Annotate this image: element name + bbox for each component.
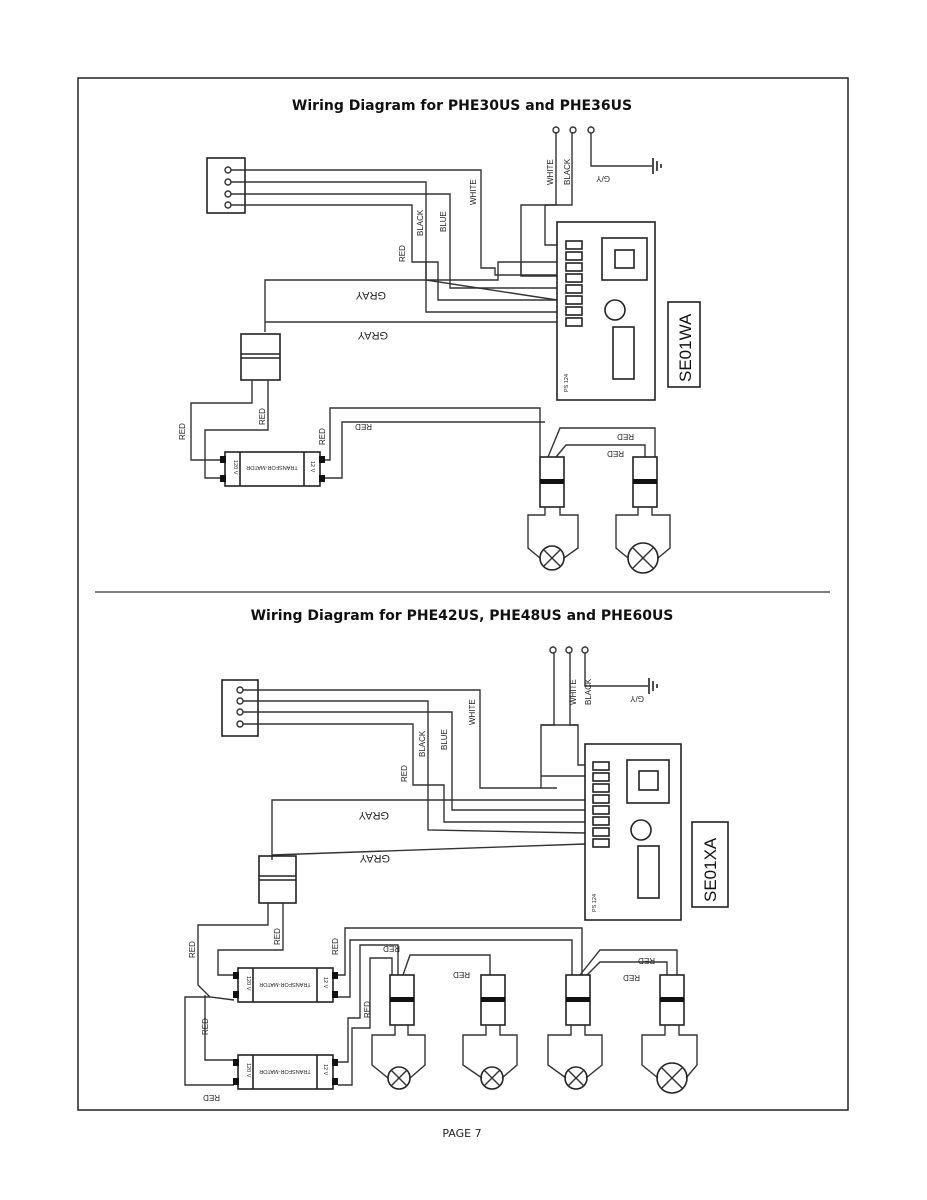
wire-label-gray: GRAY	[359, 852, 390, 864]
transformer-output-label: 12 V	[322, 1064, 328, 1076]
board-label: PS 124	[592, 894, 598, 912]
lamp-icon	[387, 1066, 411, 1090]
lamp-1	[527, 456, 579, 571]
supply-black-label: BLACK	[563, 158, 572, 185]
wire-label-red: RED	[453, 970, 470, 979]
transformer-input-label: 120 V	[245, 1063, 251, 1078]
wire-label-red: RED	[201, 1018, 210, 1035]
transformer-name-label: TRANSFOR-MATOR	[246, 464, 297, 470]
wire-label-black: BLACK	[418, 730, 427, 757]
wire-label-blue: BLUE	[440, 729, 449, 750]
signal-wires	[243, 652, 586, 860]
wire-label-gray: GRAY	[357, 329, 388, 341]
wire-connector	[258, 855, 297, 904]
wire-label-red: RED	[607, 449, 624, 458]
ground-icon	[648, 678, 658, 694]
wire-label-gray: GRAY	[355, 289, 386, 301]
ground-wire-label: G/Y	[596, 174, 610, 183]
signal-wires	[231, 132, 573, 332]
supply-black-label: BLACK	[584, 678, 593, 705]
supply-white-label: WHITE	[546, 159, 555, 185]
page-number: PAGE 7	[442, 1127, 481, 1140]
wire-label-white: WHITE	[469, 179, 478, 205]
power-supply-terminals: G/Y WHITE BLACK	[549, 646, 658, 705]
wire-label-white: WHITE	[468, 699, 477, 725]
lamp-icon	[656, 1062, 688, 1094]
lamp-icon	[480, 1066, 504, 1090]
wire-label-red: RED	[383, 944, 400, 953]
wire-label-red: RED	[400, 765, 409, 782]
lamp-icon	[627, 542, 659, 574]
ground-wire-label: G/Y	[630, 694, 644, 703]
lamp-4	[641, 974, 698, 1094]
ground-icon	[652, 158, 662, 174]
model-label-box	[691, 821, 729, 908]
wire-label-red: RED	[203, 1093, 220, 1102]
top-diagram: Wiring Diagram for PHE30US and PHE36US G…	[178, 98, 701, 574]
wire-label-red: RED	[273, 928, 282, 945]
transformer-1: 120 V 12 V TRANSFOR-MATOR	[233, 967, 338, 1003]
wire-label-red: RED	[258, 408, 267, 425]
control-board: PS 124	[584, 743, 682, 921]
lamp-2	[615, 456, 671, 574]
wire-label-red: RED	[331, 938, 340, 955]
transformer-output-label: 12 V	[322, 977, 328, 989]
transformer-name-label: TRANSFOR-MATOR	[259, 1068, 310, 1074]
lamp-1	[371, 974, 426, 1090]
top-diagram-title: Wiring Diagram for PHE30US and PHE36US	[292, 98, 632, 114]
model-label: SE01XA	[701, 837, 720, 902]
lamp-icon	[539, 545, 565, 571]
control-board: PS 124	[556, 221, 656, 401]
board-terminals	[592, 761, 610, 848]
transformer-input-label: 120 V	[232, 460, 238, 475]
page-frame	[77, 77, 849, 1111]
lamp-3	[547, 974, 603, 1090]
transformer: 120 V 12 V TRANSFOR-MATOR	[220, 451, 325, 487]
supply-white-label: WHITE	[569, 679, 578, 705]
wire-label-blue: BLUE	[439, 211, 448, 232]
wire-label-black: BLACK	[416, 209, 425, 236]
bottom-diagram-title: Wiring Diagram for PHE42US, PHE48US and …	[251, 608, 674, 624]
wire-label-red: RED	[178, 423, 187, 440]
wire-label-red: RED	[355, 422, 372, 431]
transformer-name-label: TRANSFOR-MATOR	[259, 981, 310, 987]
lamp-2	[462, 974, 518, 1090]
bottom-diagram: Wiring Diagram for PHE42US, PHE48US and …	[184, 608, 729, 1102]
wire-label-red: RED	[188, 941, 197, 958]
terminal-block	[221, 679, 259, 737]
power-supply-terminals: G/Y WHITE BLACK	[546, 126, 662, 185]
board-terminals	[565, 240, 583, 327]
transformer-output-label: 12 V	[309, 461, 315, 473]
transformer-2: 120 V 12 V TRANSFOR-MATOR	[233, 1054, 338, 1090]
transformer-input-label: 120 V	[245, 976, 251, 991]
wire-label-red: RED	[398, 245, 407, 262]
wire-label-red: RED	[363, 1001, 372, 1018]
wire-label-gray: GRAY	[358, 809, 389, 821]
board-label: PS 124	[564, 374, 570, 392]
wire-label-red: RED	[638, 956, 655, 965]
model-label-box	[667, 301, 701, 388]
model-label: SE01WA	[676, 313, 695, 382]
wire-connector	[240, 333, 281, 381]
lamp-icon	[564, 1066, 588, 1090]
wire-label-red: RED	[617, 432, 634, 441]
wire-label-red: RED	[318, 428, 327, 445]
wire-label-red: RED	[623, 973, 640, 982]
